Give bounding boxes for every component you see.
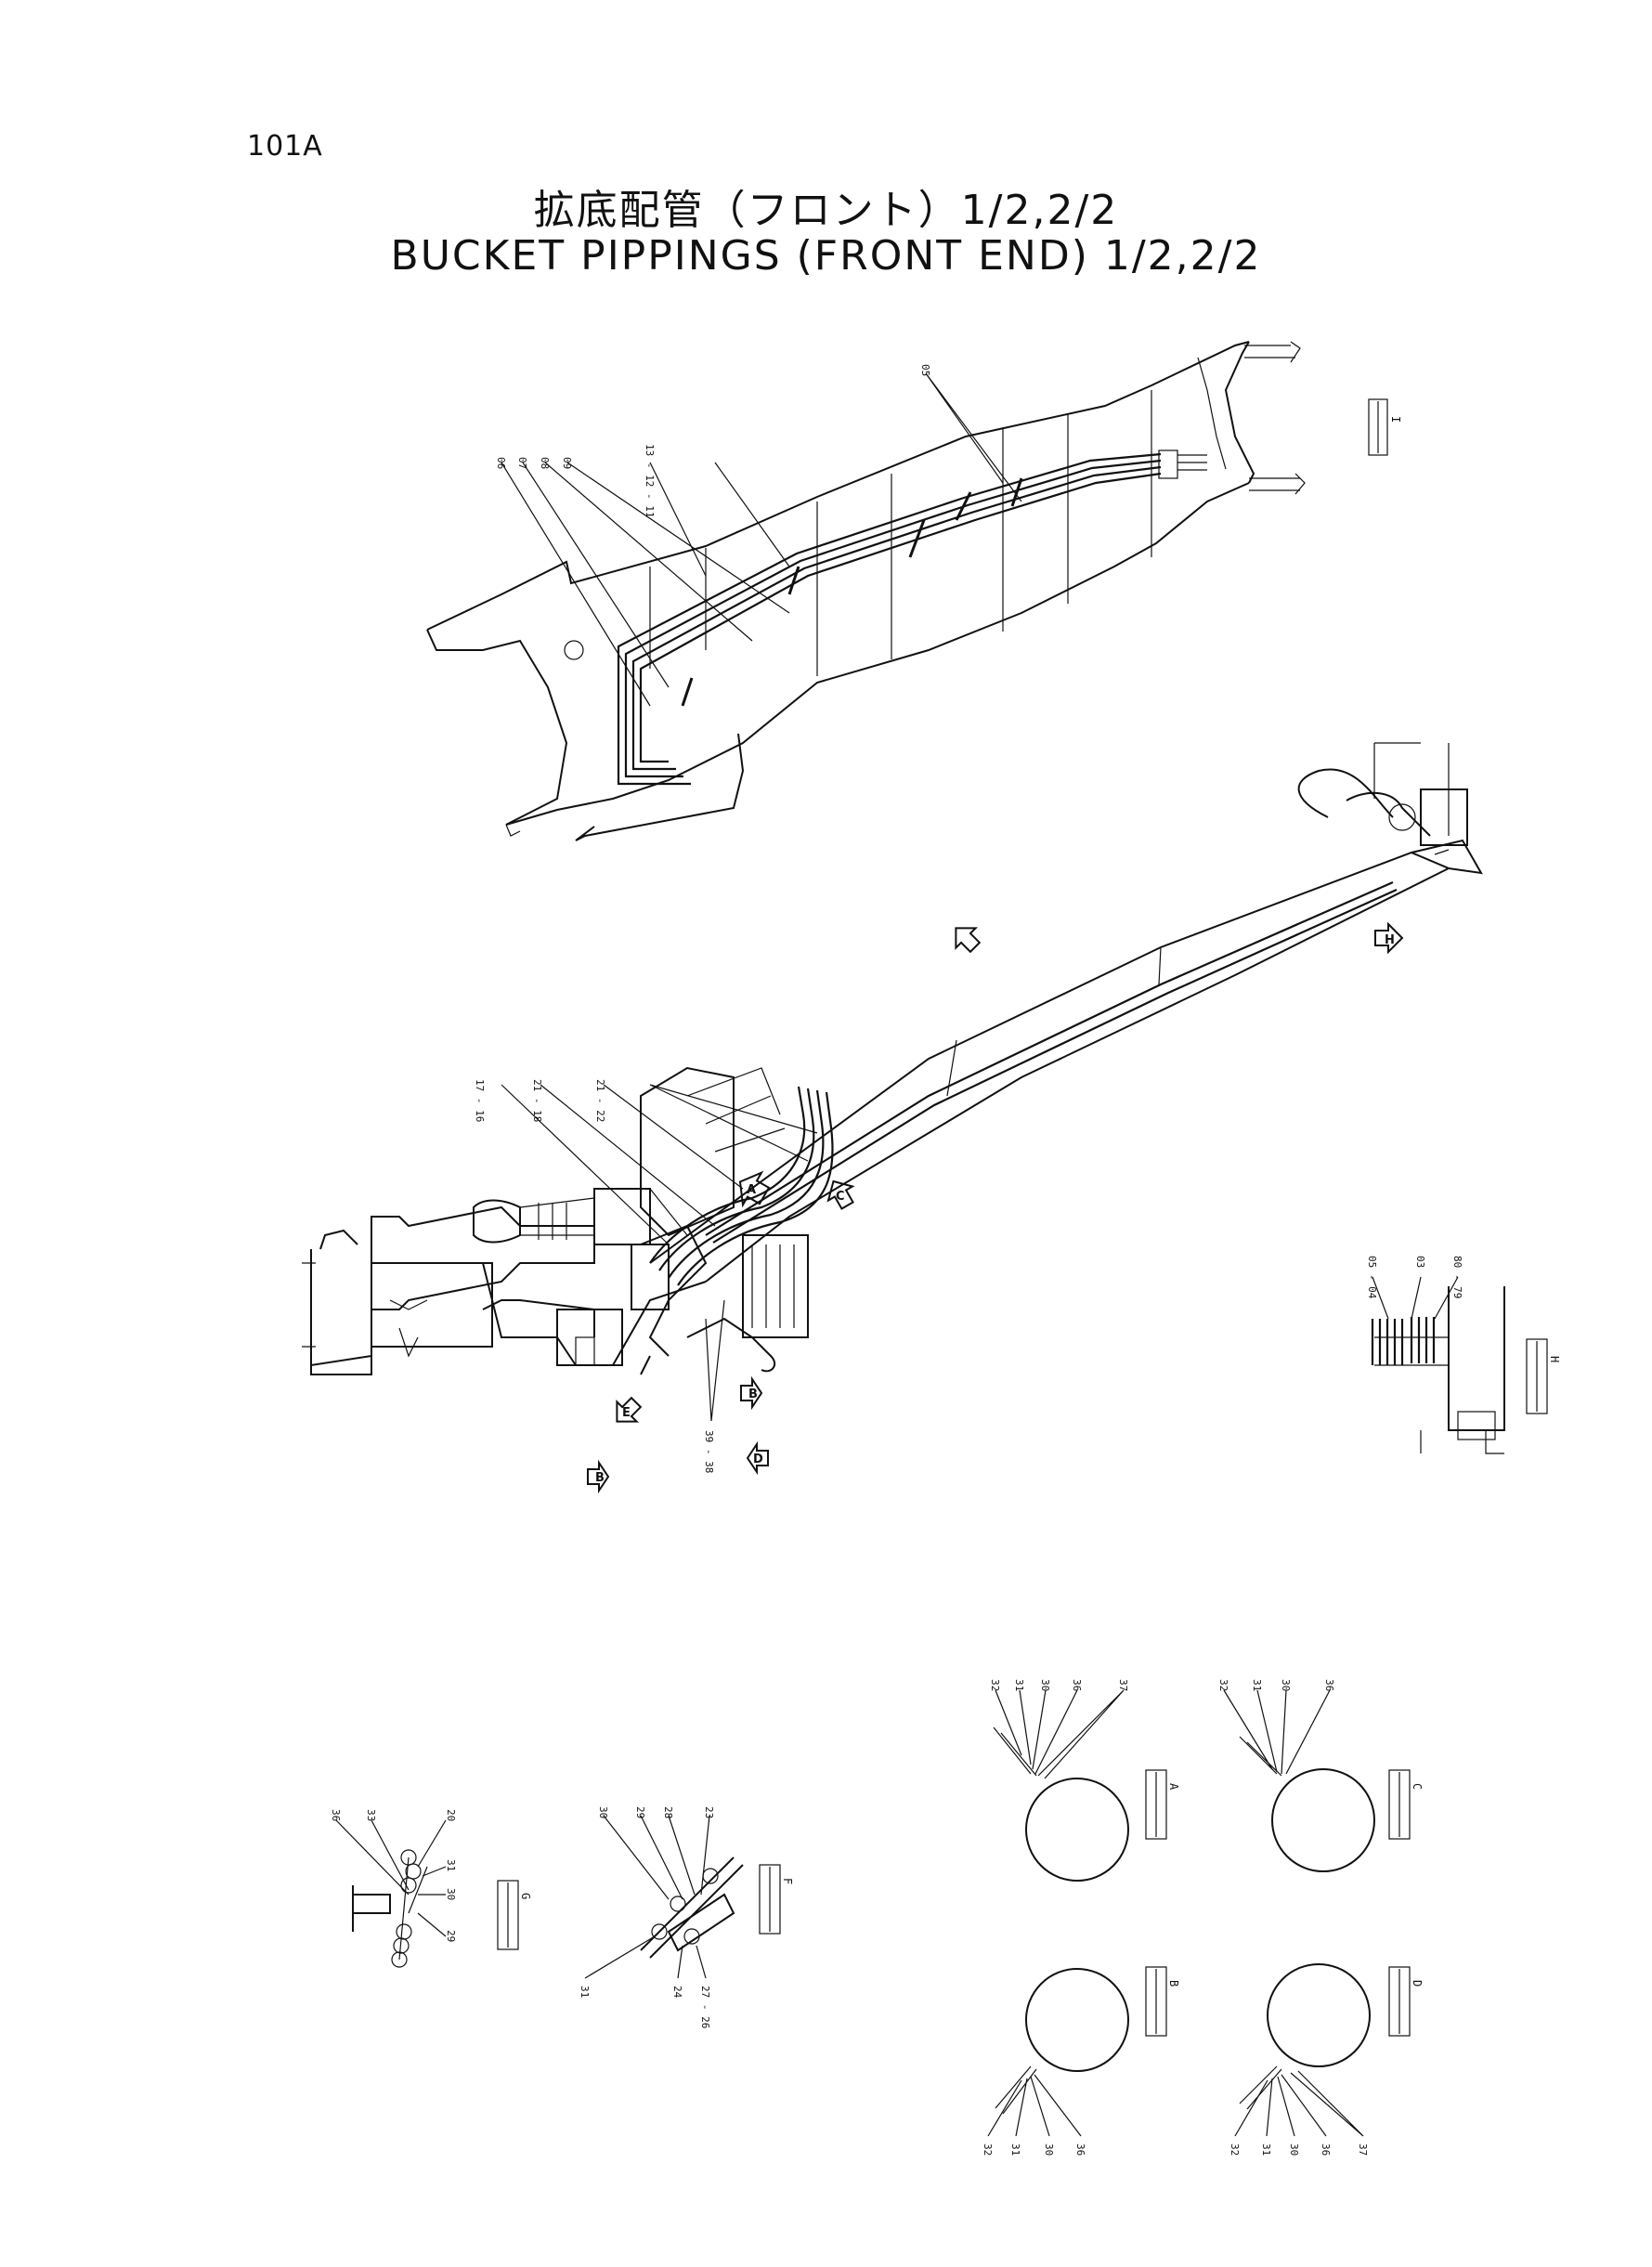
f-callout-30: 30: [597, 1806, 609, 1818]
f-callout-28: 28: [662, 1806, 674, 1818]
b-callout-31: 31: [1009, 2143, 1021, 2156]
svg-text:C: C: [836, 1190, 845, 1204]
g-callout-36: 36: [330, 1809, 342, 1821]
a-callout-31: 31: [1013, 1679, 1025, 1691]
view-tag-D: D: [1411, 1980, 1424, 1987]
arm-callouts: 17 - 16 21 - 18 21 - 22 39 - 38: [474, 1079, 715, 1473]
arrow-view-H: H: [1374, 921, 1404, 955]
arrow-view-B-upper: B: [740, 1375, 763, 1411]
detail-B: 32 31 30 36 B: [982, 1966, 1180, 2156]
g-callout-30: 30: [445, 1888, 457, 1900]
d-callout-32: 32: [1229, 2143, 1241, 2156]
c-callout-30: 30: [1280, 1679, 1292, 1691]
callout-21-18: 21 - 18: [531, 1079, 543, 1122]
title-japanese: 拡底配管（フロント）1/2,2/2: [533, 187, 1119, 234]
title-english: BUCKET PIPPINGS (FRONT END) 1/2,2/2: [390, 232, 1262, 280]
g-callout-29: 29: [445, 1930, 457, 1942]
callout-39-38: 39 - 38: [703, 1430, 715, 1473]
arrow-view-C: C: [826, 1179, 855, 1210]
f-callout-31: 31: [579, 1986, 591, 1998]
callout-13-12-11: 13 - 12 - 11: [644, 444, 656, 517]
view-tag-I-label: I: [1389, 416, 1402, 423]
callout-05-04: 05 - 04: [1366, 1256, 1378, 1299]
callout-21-22: 21 - 22: [594, 1079, 606, 1122]
b-callout-30: 30: [1043, 2143, 1055, 2156]
a-callout-30: 30: [1039, 1679, 1051, 1691]
detail-D: 32 31 30 36 37 D: [1229, 1963, 1424, 2156]
arrow-view-F: [955, 927, 982, 954]
view-tag-A: A: [1167, 1783, 1180, 1791]
f-callout-29: 29: [634, 1806, 646, 1818]
arrow-view-A: A: [738, 1170, 771, 1208]
arrow-view-E: E: [616, 1396, 643, 1423]
callout-17-16: 17 - 16: [474, 1079, 486, 1122]
b-callout-36: 36: [1074, 2143, 1086, 2156]
svg-text:E: E: [622, 1406, 631, 1420]
view-tag-F: F: [781, 1878, 794, 1884]
view-arrows: A C B D E B H: [587, 921, 1404, 1494]
a-callout-36: 36: [1071, 1679, 1083, 1691]
a-callout-32: 32: [989, 1679, 1001, 1691]
view-tag-I: I: [1368, 398, 1402, 456]
detail-A: 32 31 30 36 37 A: [989, 1679, 1180, 1882]
view-tag-B: B: [1167, 1980, 1180, 1987]
upper-callouts: 06 07 08 09 13 - 12 - 11 05: [495, 364, 931, 517]
f-callout-24: 24: [671, 1986, 683, 1999]
c-callout-36: 36: [1323, 1679, 1335, 1691]
svg-text:A: A: [747, 1183, 756, 1197]
c-callout-32: 32: [1217, 1679, 1229, 1691]
svg-text:H: H: [1385, 933, 1395, 947]
b-callout-32: 32: [982, 2143, 994, 2156]
detail-F: 30 29 28 23 31 24 27 - 26 F: [579, 1806, 794, 2028]
page-code: 101A: [247, 130, 323, 163]
a-callout-37: 37: [1117, 1679, 1129, 1691]
f-callout-27-26: 27 - 26: [699, 1986, 711, 2028]
svg-text:B: B: [595, 1471, 605, 1485]
arrow-view-B-lower: B: [587, 1459, 610, 1494]
detail-G: 36 33 20 31 30 29 G: [330, 1809, 532, 1968]
callout-09: 09: [561, 457, 573, 469]
callout-08: 08: [539, 457, 551, 469]
g-callout-33: 33: [365, 1809, 377, 1821]
g-callout-20: 20: [445, 1809, 457, 1821]
d-callout-37: 37: [1357, 2143, 1369, 2156]
detail-H: 05 - 04 03 80 - 79 H: [1366, 1256, 1561, 1454]
svg-text:D: D: [753, 1453, 763, 1466]
g-callout-31: 31: [445, 1859, 457, 1871]
callout-80-79: 80 - 79: [1451, 1256, 1463, 1298]
view-tag-C: C: [1411, 1783, 1424, 1790]
detail-C: 32 31 30 36 C: [1217, 1679, 1424, 1872]
c-callout-31: 31: [1251, 1679, 1263, 1691]
callout-05: 05: [919, 364, 931, 376]
upper-boom-drawing: [426, 341, 1306, 841]
arm-drawing: [302, 742, 1483, 1422]
callout-03: 03: [1414, 1256, 1426, 1268]
f-callout-23: 23: [703, 1806, 715, 1818]
d-callout-30: 30: [1288, 2143, 1300, 2156]
view-tag-G: G: [519, 1893, 532, 1899]
arrow-view-D: D: [746, 1440, 769, 1476]
d-callout-36: 36: [1320, 2143, 1332, 2156]
svg-text:B: B: [748, 1388, 758, 1401]
d-callout-31: 31: [1260, 2143, 1272, 2156]
callout-06: 06: [495, 457, 507, 469]
callout-07: 07: [516, 457, 528, 469]
view-tag-H-label: H: [1548, 1356, 1561, 1362]
